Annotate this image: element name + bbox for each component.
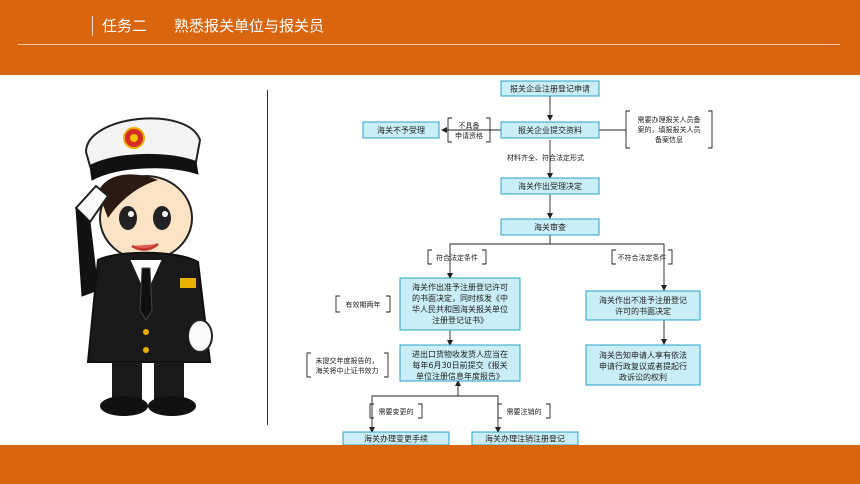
svg-text:海关将中止证书效力: 海关将中止证书效力: [316, 366, 379, 375]
label-need-change: 需要变更的: [369, 403, 423, 419]
flow-arrow: [447, 235, 551, 279]
svg-text:海关告知申请人享有依法: 海关告知申请人享有依法: [599, 350, 687, 360]
node-change: 海关办理变更手续: [342, 431, 450, 445]
svg-text:海关办理注销注册登记: 海关办理注销注册登记: [485, 434, 565, 444]
svg-text:材料齐全、符合法定形式: 材料齐全、符合法定形式: [507, 153, 584, 162]
flow-arrow: [550, 243, 667, 291]
svg-text:需要办理报关人员备: 需要办理报关人员备: [638, 115, 701, 124]
svg-text:符合法定条件: 符合法定条件: [436, 253, 478, 262]
svg-text:政诉讼的权利: 政诉讼的权利: [619, 372, 667, 382]
vertical-divider: [267, 90, 268, 425]
label-not-meets: 不符合法定条件: [611, 249, 673, 265]
task-label: 任务二: [102, 17, 148, 35]
note-validity: 有效期两年: [335, 295, 391, 313]
svg-text:申请资格: 申请资格: [455, 131, 483, 140]
note-complete: 材料齐全、符合法定形式: [507, 153, 584, 162]
header-divider: [92, 16, 93, 36]
svg-text:需要变更的: 需要变更的: [379, 407, 414, 416]
svg-text:不符合法定条件: 不符合法定条件: [618, 253, 667, 262]
svg-text:海关不予受理: 海关不予受理: [377, 125, 425, 135]
node-cancel: 海关办理注销注册登记: [471, 431, 579, 445]
header-bar: 任务二 熟悉报关单位与报关员: [0, 0, 860, 75]
svg-text:海关作出准予注册登记许可: 海关作出准予注册登记许可: [412, 282, 508, 292]
svg-text:许可的书面决定: 许可的书面决定: [615, 306, 671, 316]
svg-text:海关作出受理决定: 海关作出受理决定: [518, 181, 582, 191]
svg-text:的书面决定，同时核发《中: 的书面决定，同时核发《中: [412, 293, 508, 303]
svg-text:华人民共和国海关报关单位: 华人民共和国海关报关单位: [412, 304, 508, 314]
svg-text:不具备: 不具备: [459, 121, 480, 130]
svg-text:有效期两年: 有效期两年: [346, 300, 381, 309]
svg-text:报关企业注册登记申请: 报关企业注册登记申请: [510, 84, 590, 94]
flow-arrow: [458, 395, 501, 433]
node-rights: 海关告知申请人享有依法 申请行政复议或者提起行 政诉讼的权利: [585, 344, 701, 386]
node-annual-report: 进出口货物收发货人应当在 每年6月30日前提交《报关 单位注册信息年度报告》: [399, 344, 521, 382]
node-permit: 海关作出准予注册登记许可 的书面决定，同时核发《中 华人民共和国海关报关单位 注…: [399, 277, 521, 331]
svg-text:申请行政复议或者提起行: 申请行政复议或者提起行: [599, 361, 687, 371]
node-review: 海关审查: [500, 218, 600, 236]
flow-arrow: [369, 395, 458, 433]
label-meets: 符合法定条件: [427, 249, 487, 265]
node-accept: 海关作出受理决定: [500, 177, 600, 195]
header-rule: [18, 44, 840, 45]
svg-text:海关审查: 海关审查: [534, 222, 566, 232]
customs-officer-icon: [74, 117, 213, 416]
svg-text:海关作出不准予注册登记: 海关作出不准予注册登记: [599, 295, 687, 305]
label-need-cancel: 需要注销的: [497, 403, 551, 419]
note-not-qualified: 不具备 申请资格: [447, 117, 491, 143]
topic-title: 熟悉报关单位与报关员: [174, 17, 325, 35]
svg-text:注册登记证书》: 注册登记证书》: [432, 315, 488, 325]
svg-text:海关办理变更手续: 海关办理变更手续: [364, 434, 428, 444]
node-deny: 海关作出不准予注册登记 许可的书面决定: [585, 290, 701, 321]
flowchart: 报关企业注册登记申请 报关企业提交资料 海关不予受理 海关作出受理决定 海关审查…: [306, 80, 713, 445]
node-apply: 报关企业注册登记申请: [500, 80, 600, 97]
node-reject: 海关不予受理: [362, 121, 440, 139]
svg-text:每年6月30日前提交《报关: 每年6月30日前提交《报关: [412, 360, 507, 370]
svg-text:进出口货物收发货人应当在: 进出口货物收发货人应当在: [412, 349, 508, 359]
note-filing: 需要办理报关人员备 案的，填报报关人员 备案信息: [625, 110, 713, 149]
svg-text:备案信息: 备案信息: [655, 135, 683, 144]
svg-text:报关企业提交资料: 报关企业提交资料: [518, 125, 582, 135]
note-annual: 未提交年度报告的， 海关将中止证书效力: [306, 352, 389, 378]
svg-text:需要注销的: 需要注销的: [507, 407, 542, 416]
svg-text:案的，填报报关人员: 案的，填报报关人员: [638, 125, 701, 134]
footer-bar: [0, 445, 860, 484]
svg-text:单位注册信息年度报告》: 单位注册信息年度报告》: [416, 371, 504, 381]
svg-text:未提交年度报告的，: 未提交年度报告的，: [316, 356, 379, 365]
node-submit: 报关企业提交资料: [500, 121, 600, 139]
